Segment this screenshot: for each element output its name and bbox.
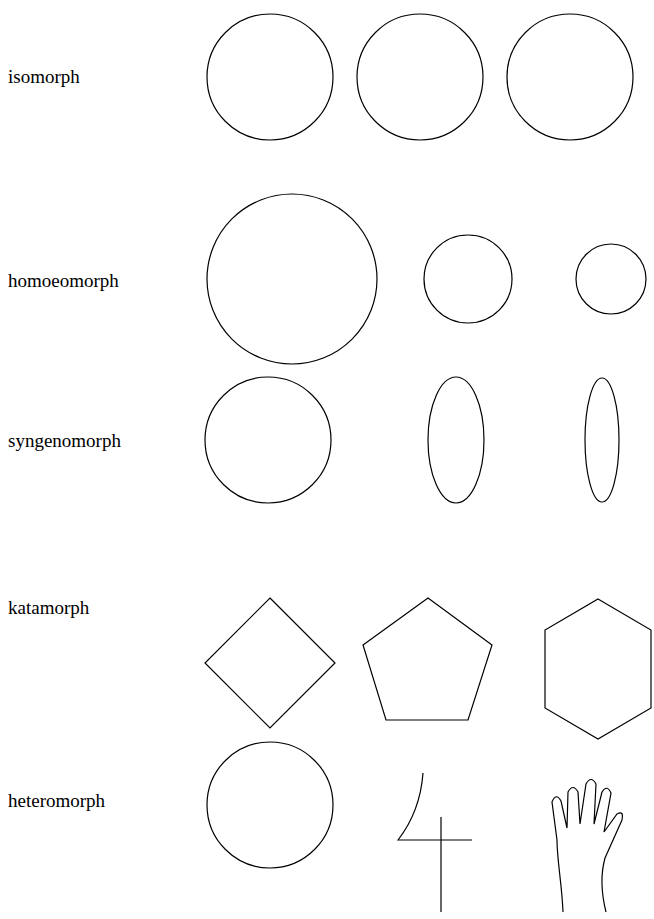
row-label: katamorph (8, 597, 89, 620)
circle (205, 377, 331, 503)
pentagon (363, 598, 492, 720)
circle (207, 14, 333, 140)
hexagon (545, 599, 651, 739)
circle (207, 742, 333, 868)
row-label: homoeomorph (8, 270, 119, 293)
circle (576, 244, 646, 314)
circle (207, 194, 377, 364)
square (205, 598, 335, 728)
circle (424, 235, 512, 323)
row-label: heteromorph (8, 790, 105, 813)
ellipse (428, 377, 484, 503)
row-label: syngenomorph (8, 430, 121, 453)
circle (507, 14, 633, 140)
four-shape (398, 773, 472, 840)
four-shape (440, 817, 441, 912)
circle (357, 14, 483, 140)
row-label: isomorph (8, 66, 80, 89)
hand-shape (552, 780, 622, 913)
ellipse (585, 378, 619, 502)
